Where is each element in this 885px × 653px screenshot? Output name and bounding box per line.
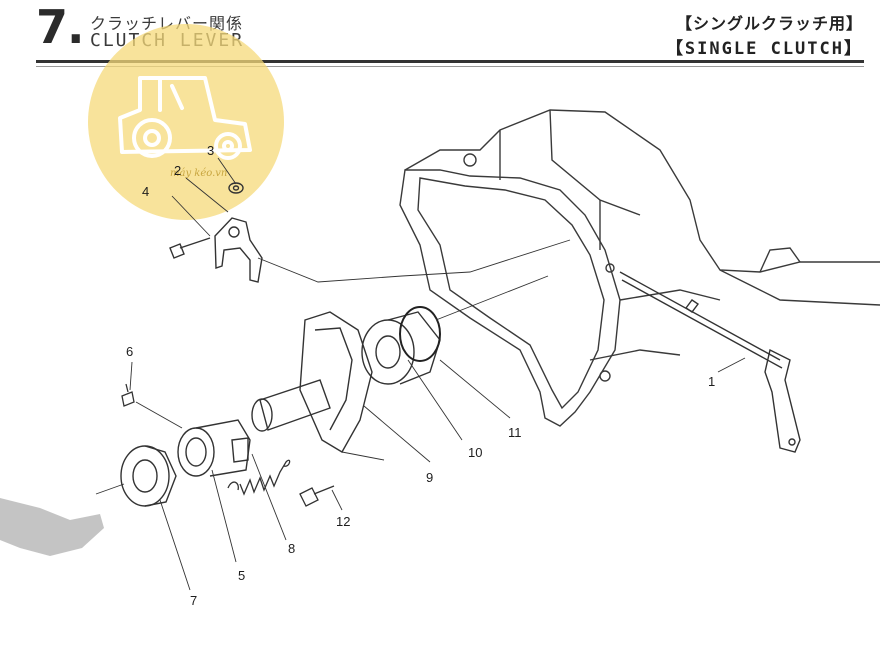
callout-5: 5 [238, 568, 245, 583]
section-number: 7. [36, 0, 84, 54]
callout-9: 9 [426, 470, 433, 485]
part-11-o-ring [399, 306, 441, 362]
header-rule-thin [36, 66, 864, 67]
part-2-clutch-lever [214, 217, 263, 283]
callout-7: 7 [190, 593, 197, 608]
variant-label-en: 【SINGLE CLUTCH】 [665, 39, 863, 59]
watermark-circle [88, 24, 284, 220]
callout-2: 2 [174, 163, 181, 178]
callout-1: 1 [708, 374, 715, 389]
part-9-release-hub [251, 311, 373, 453]
callout-4: 4 [142, 184, 149, 199]
leader-lines [95, 157, 746, 591]
part-6-grease-nipple [121, 383, 135, 407]
tractor-logo-icon [118, 76, 252, 160]
callout-10: 10 [468, 445, 482, 460]
watermark-text: máy kéo.vn [170, 168, 227, 179]
part-7-bearing-cap [120, 445, 177, 507]
transmission-housing [399, 109, 881, 427]
scan-smudge [0, 498, 104, 556]
part-3-washer [228, 182, 244, 194]
callout-12: 12 [336, 514, 350, 529]
watermark-logo: máy kéo.vn [88, 24, 284, 220]
callout-6: 6 [126, 344, 133, 359]
callout-11: 11 [508, 425, 522, 440]
part-1-fork-shaft [619, 271, 801, 453]
variant-label-jp: 【シングルクラッチ用】 [675, 14, 863, 33]
part-5-release-bearing [177, 419, 251, 477]
callout-labels: 1 2 3 4 5 6 7 8 9 10 11 12 [126, 143, 715, 608]
callout-3: 3 [207, 143, 214, 158]
header-rule [36, 60, 864, 63]
part-4-bolt [169, 237, 211, 259]
part-12-bolt [299, 485, 335, 507]
part-8-return-spring [227, 459, 291, 496]
callout-8: 8 [288, 541, 295, 556]
